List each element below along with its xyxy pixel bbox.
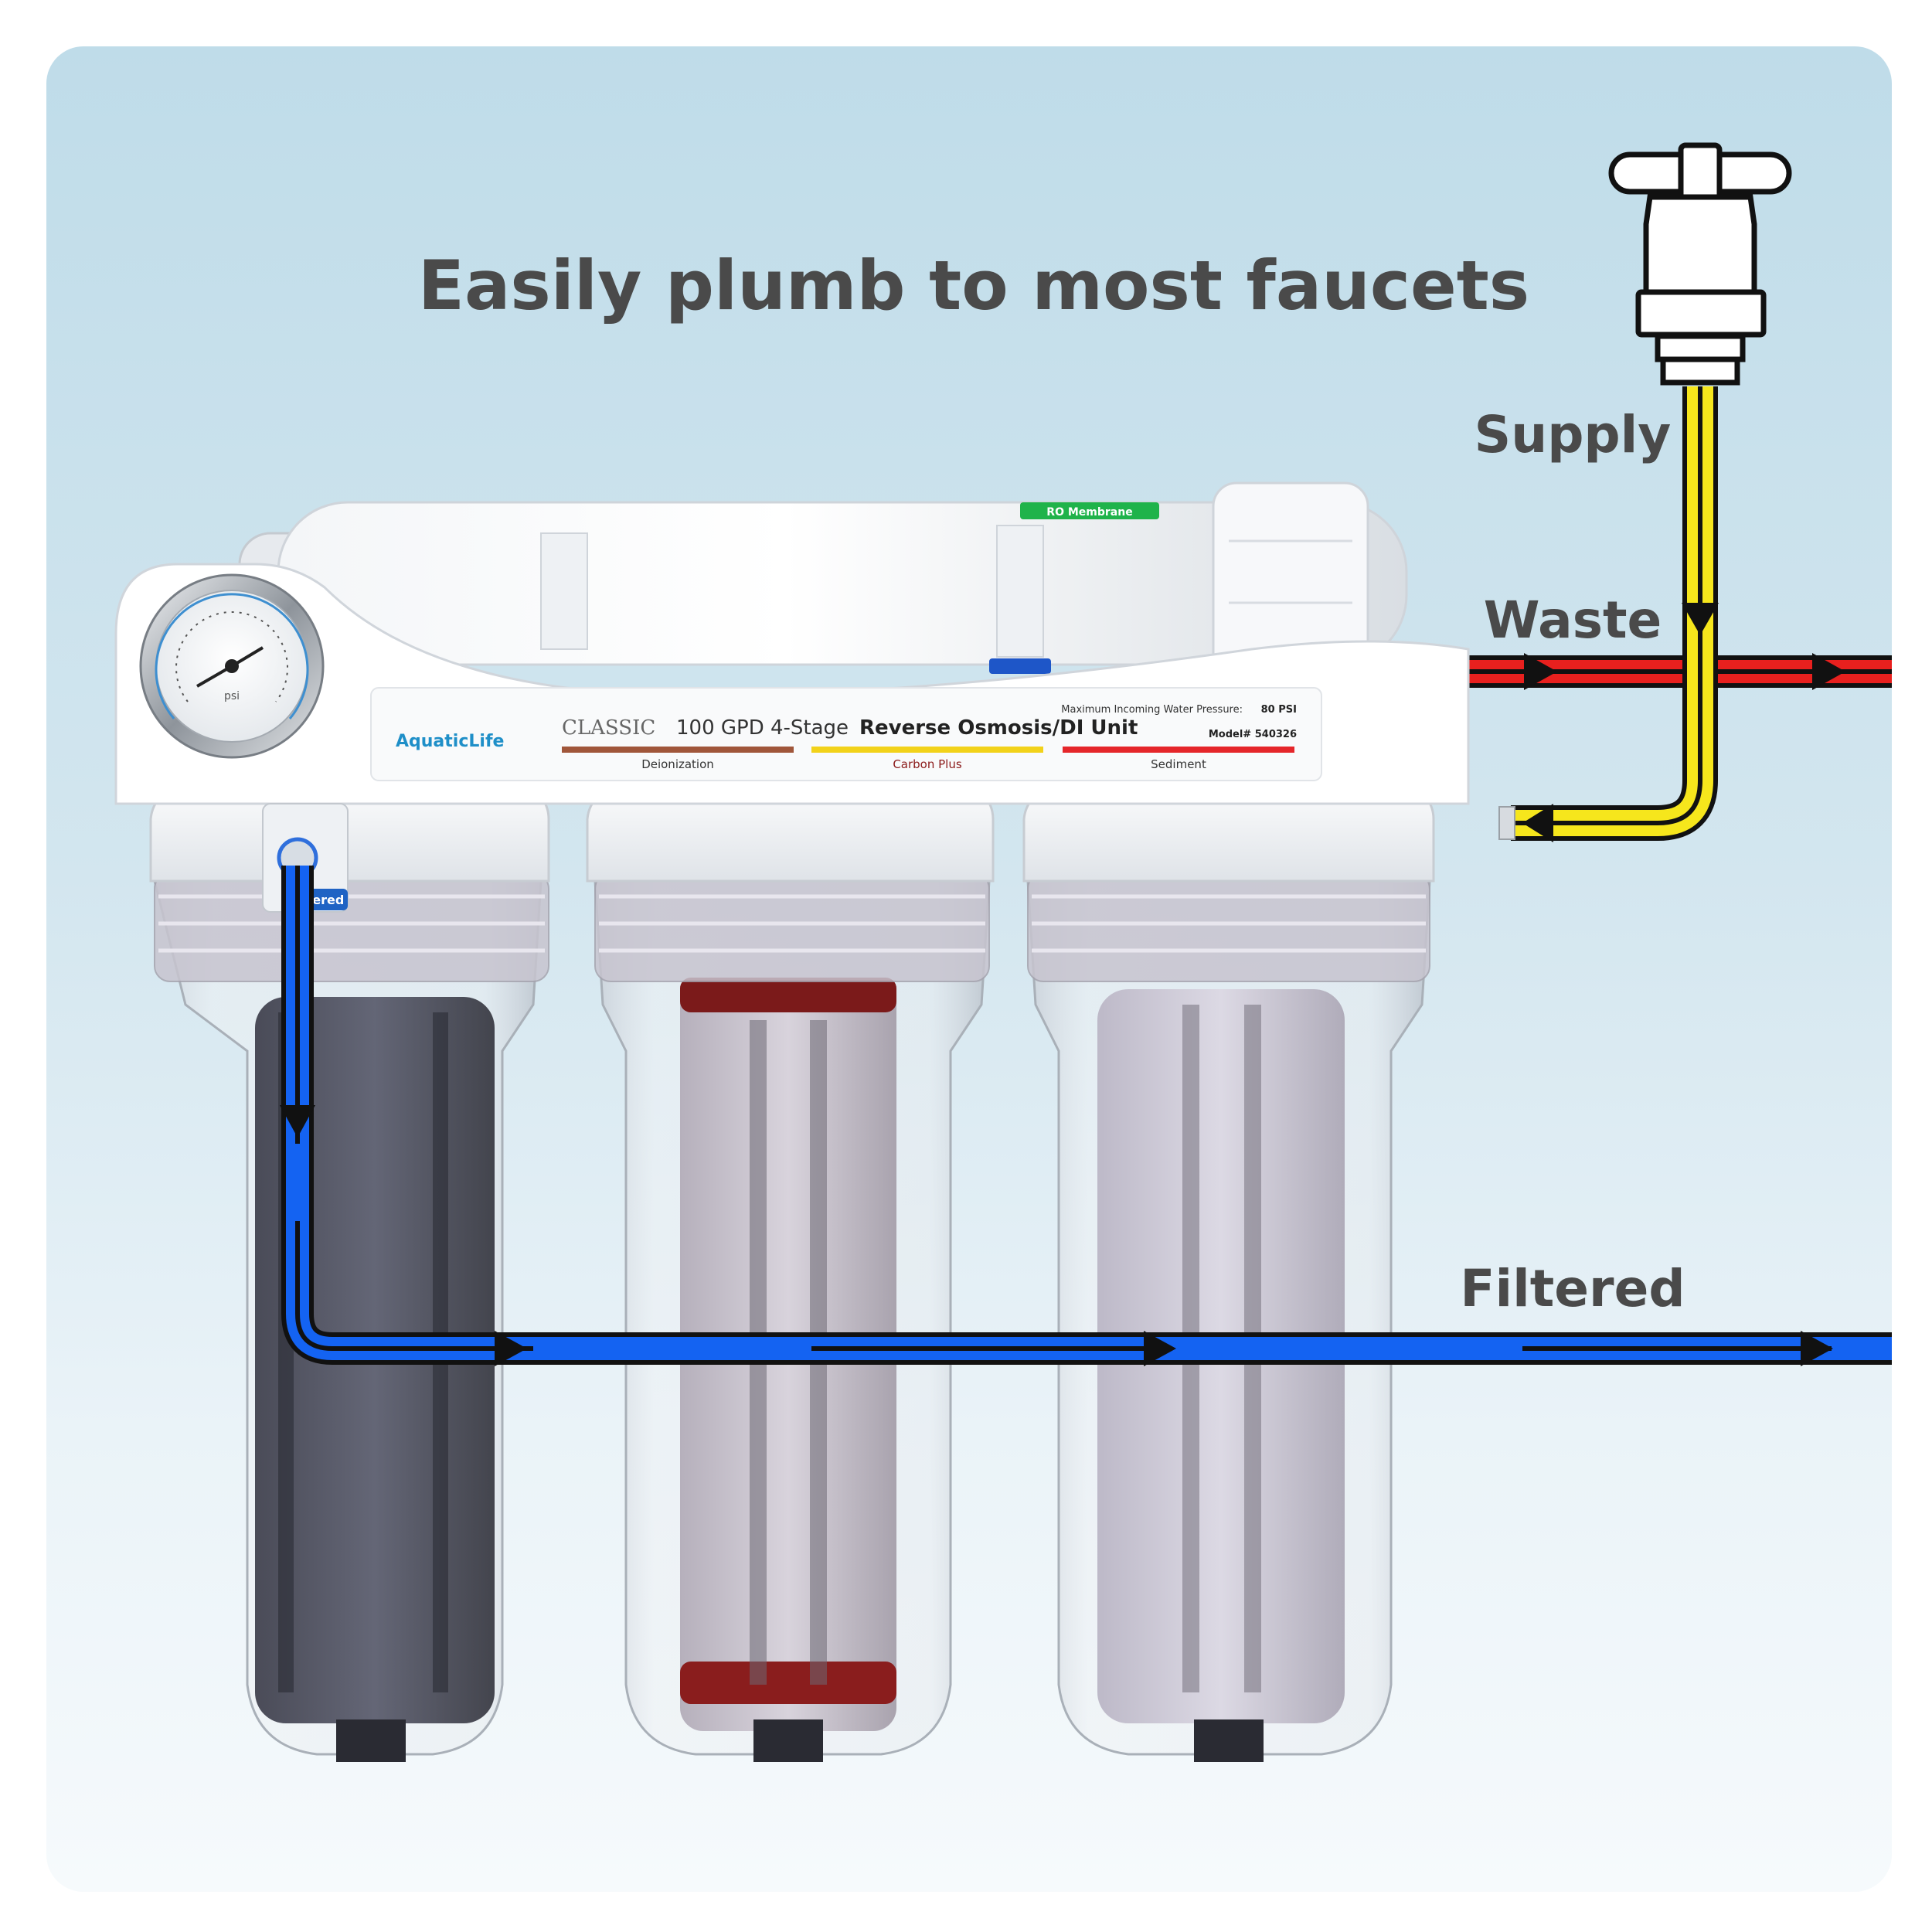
description-prefix: 100 GPD 4-Stage	[676, 716, 849, 740]
waste-line	[1461, 653, 1892, 690]
filtered-label: Filtered	[1460, 1259, 1685, 1318]
waste-arrow-1	[1524, 653, 1557, 690]
filtered-arrow-3	[1801, 1331, 1833, 1366]
gauge-unit: psi	[224, 690, 240, 702]
filter-housing-deionization	[149, 771, 550, 1762]
stage-bar-sediment	[1063, 747, 1294, 753]
ro-unit: RO Membrane	[114, 481, 1470, 1762]
brand-logo: AquaticLife	[396, 732, 504, 751]
waste-label: Waste	[1484, 590, 1662, 650]
pressure-gauge: psi	[139, 573, 325, 759]
model-number: Model# 540326	[1209, 729, 1297, 740]
supply-arrow-down	[1682, 603, 1719, 635]
ro-membrane-housing: RO Membrane	[238, 481, 1408, 678]
faucet-icon	[1608, 142, 1792, 386]
product-label: AquaticLife CLASSIC 100 GPD 4-Stage Reve…	[370, 687, 1322, 781]
filter-housing-sediment	[1022, 771, 1435, 1762]
stage-label-carbon: Carbon Plus	[893, 757, 962, 771]
stage-bar-deionization	[562, 747, 794, 753]
membrane-tag-text: RO Membrane	[1046, 506, 1132, 519]
membrane-tag	[1020, 502, 1159, 519]
stage-label-sediment: Sediment	[1151, 757, 1206, 771]
waste-arrow-2	[1812, 653, 1845, 690]
series-name: CLASSIC	[562, 716, 655, 740]
stage-bar-carbon	[811, 747, 1043, 753]
max-pressure-label: Maximum Incoming Water Pressure:	[1061, 704, 1243, 716]
supply-arrow-left	[1522, 804, 1553, 842]
filter-housing-carbon	[586, 771, 995, 1762]
stage-label-deionization: Deionization	[641, 757, 714, 771]
max-pressure-value: 80 PSI	[1261, 704, 1297, 716]
filtered-line	[280, 866, 1892, 1366]
filtered-arrow-1	[495, 1331, 527, 1366]
description-bold: Reverse Osmosis/DI Unit	[859, 716, 1138, 740]
filtered-arrow-down	[280, 1105, 315, 1138]
headline: Easily plumb to most faucets	[418, 246, 1529, 325]
supply-label: Supply	[1475, 405, 1672, 464]
supply-line	[1498, 386, 1719, 842]
filtered-arrow-2	[1144, 1331, 1176, 1366]
